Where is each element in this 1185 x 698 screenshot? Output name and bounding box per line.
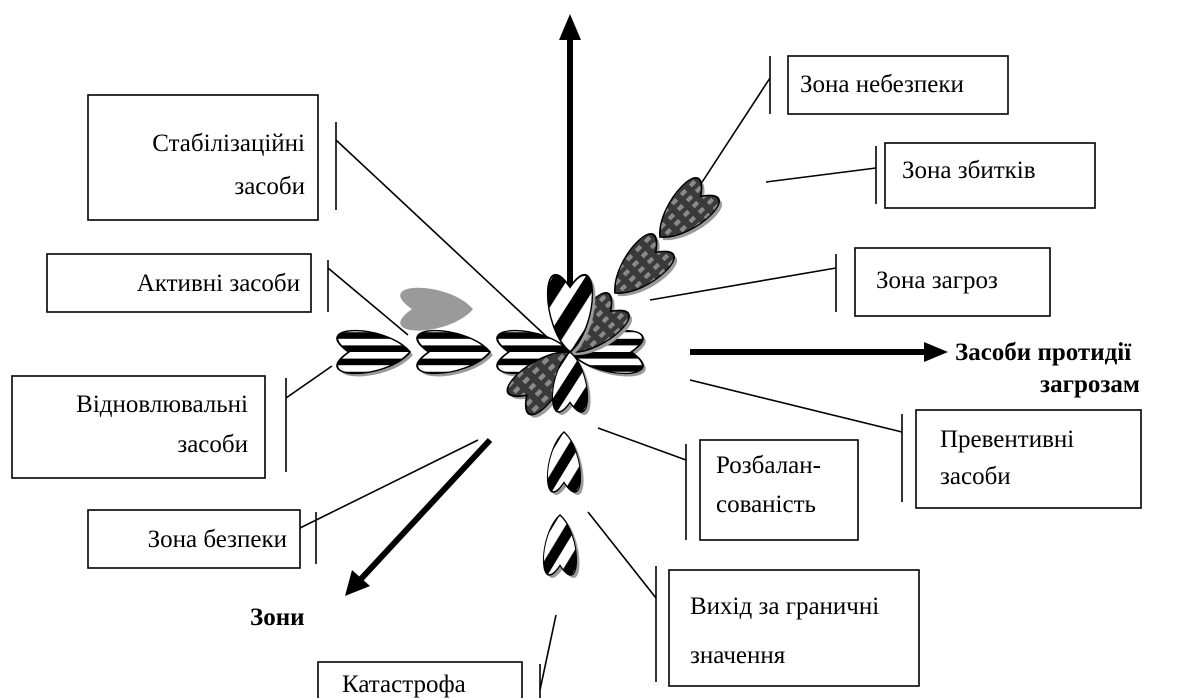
box-damage xyxy=(884,142,1096,209)
box-active xyxy=(46,253,312,313)
box-catastrophe xyxy=(317,661,523,698)
petal-active-body xyxy=(415,328,492,376)
petals xyxy=(335,172,726,578)
label-stabilization-line1: Стабілізаційні xyxy=(152,130,305,157)
connector-preventive xyxy=(689,379,903,433)
label-danger: Зона небезпеки xyxy=(800,71,964,98)
connector-active xyxy=(327,267,409,336)
petal-limit-body xyxy=(546,430,582,494)
zones-axis xyxy=(357,437,493,583)
label-limit-line1: Вихід за граничні xyxy=(690,593,879,620)
axis-label-countermeasures-line1: Засоби протидії xyxy=(955,339,1132,366)
connector-catastrophe xyxy=(539,614,557,691)
connector-stabilization xyxy=(335,139,564,353)
box-stabilization xyxy=(87,94,319,221)
petal-restorative xyxy=(400,287,474,331)
label-threat: Зона загроз xyxy=(876,267,998,294)
axis-label-zones: Зони xyxy=(250,604,305,631)
label-damage: Зона збитків xyxy=(902,157,1036,184)
connector-restorative xyxy=(285,365,333,399)
box-restorative xyxy=(11,375,266,479)
label-active: Активні засоби xyxy=(137,270,300,297)
labels: Стабілізаційні засоби Активні засоби Від… xyxy=(76,71,1140,698)
petal-catastrophe-body xyxy=(542,513,578,577)
box-imbalance xyxy=(699,439,859,541)
axis-label-countermeasures-line2: загрозам xyxy=(1040,371,1140,398)
label-stabilization-line2: засоби xyxy=(234,173,305,200)
label-safety: Зона безпеки xyxy=(148,526,287,553)
label-preventive-line2: засоби xyxy=(940,463,1011,490)
connector-lines xyxy=(285,77,903,691)
label-limit-line2: значення xyxy=(690,642,786,669)
petal-danger-body xyxy=(599,228,680,309)
label-catastrophe: Катастрофа xyxy=(342,671,466,698)
box-threat xyxy=(854,247,1051,317)
countermeasures-axis-arrowhead xyxy=(924,342,948,362)
zones-axis-arrowhead xyxy=(345,570,370,596)
connector-threat xyxy=(649,267,837,301)
vertical-axis-arrowhead xyxy=(559,14,581,40)
box-safety xyxy=(87,509,301,569)
connector-damage xyxy=(765,167,877,183)
label-boxes xyxy=(11,55,1142,698)
label-preventive-line1: Превентивні xyxy=(940,426,1074,453)
connector-safety xyxy=(299,439,479,529)
box-preventive xyxy=(915,409,1142,509)
connector-imbalance xyxy=(597,427,687,461)
label-restorative-line2: засоби xyxy=(177,431,248,458)
label-restorative-line1: Відновлювальні xyxy=(76,391,248,418)
box-limit xyxy=(668,569,920,687)
label-imbalance-line2: сованість xyxy=(716,491,816,518)
petal-restorative-body xyxy=(335,328,412,376)
box-danger xyxy=(787,55,1009,115)
connector-limit xyxy=(587,511,657,599)
label-imbalance-line1: Розбалан- xyxy=(716,452,821,479)
